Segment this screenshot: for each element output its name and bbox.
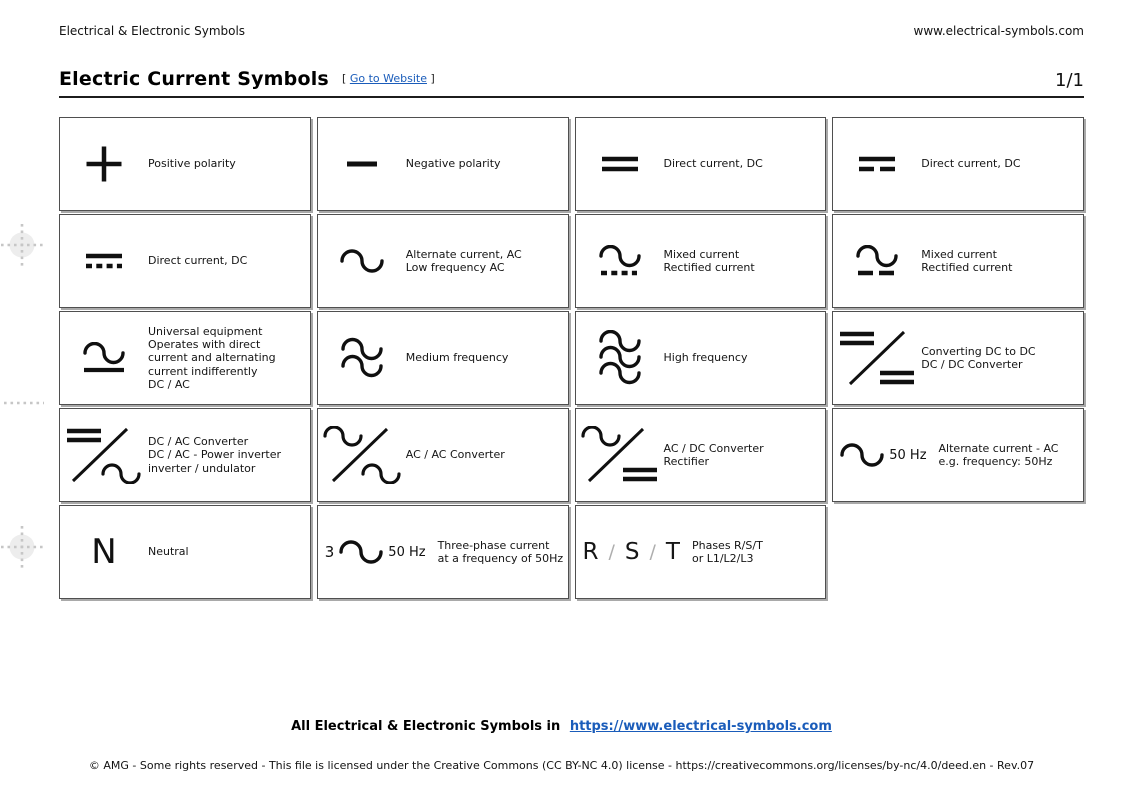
symbol-label: Phases R/S/T or L1/L2/L3 [691, 538, 763, 565]
symbol-cell: Medium frequency [316, 311, 569, 405]
dc-dc-converter-icon [833, 329, 921, 387]
symbol-label: Alternate current - AC e.g. frequency: 5… [938, 441, 1059, 468]
symbol-label: Three-phase current at a frequency of 50… [437, 538, 564, 565]
three-phase-sine-icon: 3 50 Hz [318, 540, 426, 564]
sine-over-dashes-icon [833, 245, 921, 277]
ac-ac-converter-icon [318, 426, 406, 484]
go-to-website-wrap: [ Go to Website ] [342, 72, 435, 85]
sine-over-dots-icon [576, 245, 664, 277]
dotted-crosshair-marker-icon [0, 524, 45, 574]
bracket-close: ] [430, 72, 435, 85]
header-left-text: Electrical & Electronic Symbols [59, 24, 246, 38]
dc-line-dot-icon [60, 253, 148, 269]
symbol-cell: High frequency [574, 311, 827, 405]
symbol-label: DC / AC Converter DC / AC - Power invert… [148, 435, 282, 475]
symbol-cell: Converting DC to DC DC / DC Converter [832, 311, 1084, 405]
sine-icon: 50 Hz [833, 443, 927, 467]
symbols-grid: Positive polarity Negative polarity Dire… [59, 117, 1084, 599]
title-divider [59, 96, 1084, 98]
symbol-cell: 3 50 Hz Three-phase current at a frequenc… [316, 505, 569, 599]
dc-two-lines-icon [576, 156, 664, 172]
symbol-label: Universal equipment Operates with direct… [148, 324, 276, 391]
hz-text: 50 Hz [889, 447, 927, 463]
symbol-cell: 50 Hz Alternate current - AC e.g. freque… [832, 408, 1084, 502]
phases-rst-symbol: R / S / T [576, 539, 680, 565]
dc-line-dash-icon [833, 156, 921, 172]
symbol-cell: Direct current, DC [59, 214, 311, 308]
symbol-cell: Negative polarity [316, 117, 569, 211]
sine-over-line-icon [60, 342, 148, 374]
symbol-cell: Direct current, DC [832, 117, 1084, 211]
symbol-cell: Mixed current Rectified current [832, 214, 1084, 308]
symbol-label: Neutral [148, 545, 189, 559]
title-row: Electric Current Symbols [ Go to Website… [59, 68, 1084, 91]
symbol-label: Converting DC to DC DC / DC Converter [921, 344, 1036, 371]
page-title: Electric Current Symbols [59, 68, 329, 90]
symbol-cell: AC / DC Converter Rectifier [574, 408, 827, 502]
symbol-label: AC / DC Converter Rectifier [663, 441, 764, 468]
symbol-cell: N Neutral [59, 505, 311, 599]
symbol-label: Direct current, DC [663, 157, 763, 171]
symbol-label: Mixed current Rectified current [921, 247, 1013, 274]
phase-separator: / [649, 541, 656, 563]
hz-text: 50 Hz [388, 544, 426, 560]
pre-text: 3 [324, 543, 335, 561]
symbol-label: AC / AC Converter [405, 448, 505, 462]
letter-n-symbol: N [60, 535, 148, 569]
symbol-cell: Mixed current Rectified current [574, 214, 827, 308]
phase-letter: S [624, 539, 640, 565]
header-right-url: www.electrical-symbols.com [913, 24, 1084, 38]
symbol-label: Positive polarity [148, 157, 236, 171]
symbol-cell: AC / AC Converter [316, 408, 569, 502]
plus-icon [60, 145, 148, 183]
symbol-label: Medium frequency [405, 351, 509, 365]
footer-copyright: © AMG - Some rights reserved - This file… [88, 759, 1035, 772]
go-to-website-link[interactable]: Go to Website [349, 72, 427, 85]
phase-letter: R [582, 539, 599, 565]
symbol-cell: Alternate current, AC Low frequency AC [316, 214, 569, 308]
symbol-cell: DC / AC Converter DC / AC - Power invert… [59, 408, 311, 502]
symbol-label: Direct current, DC [148, 254, 248, 268]
minus-icon [318, 159, 406, 169]
symbol-cell: R / S / T Phases R/S/T or L1/L2/L3 [574, 505, 827, 599]
triple-sine-icon [576, 330, 664, 386]
sine-icon [318, 249, 406, 273]
symbol-label: High frequency [663, 351, 748, 365]
glyph-text: N [91, 532, 117, 572]
dotted-row-marker-icon [2, 392, 46, 411]
footer-website-link[interactable]: https://www.electrical-symbols.com [569, 719, 832, 734]
page-number: 1/1 [1055, 70, 1084, 91]
dotted-crosshair-marker-icon [0, 222, 45, 272]
phase-letter: T [665, 539, 680, 565]
phase-separator: / [608, 541, 615, 563]
symbol-label: Mixed current Rectified current [663, 247, 755, 274]
dc-ac-converter-icon [60, 426, 148, 484]
symbol-label: Negative polarity [405, 157, 501, 171]
symbol-label: Alternate current, AC Low frequency AC [405, 247, 522, 274]
double-sine-icon [318, 337, 406, 379]
symbol-cell: Direct current, DC [574, 117, 827, 211]
symbol-label: Direct current, DC [921, 157, 1021, 171]
symbol-cell: Universal equipment Operates with direct… [59, 311, 311, 405]
footer-bold-prefix: All Electrical & Electronic Symbols in [291, 719, 561, 734]
footer-bold-line: All Electrical & Electronic Symbols in h… [0, 719, 1123, 734]
symbol-cell: Positive polarity [59, 117, 311, 211]
ac-dc-converter-icon [576, 426, 664, 484]
bracket-open: [ [342, 72, 347, 85]
